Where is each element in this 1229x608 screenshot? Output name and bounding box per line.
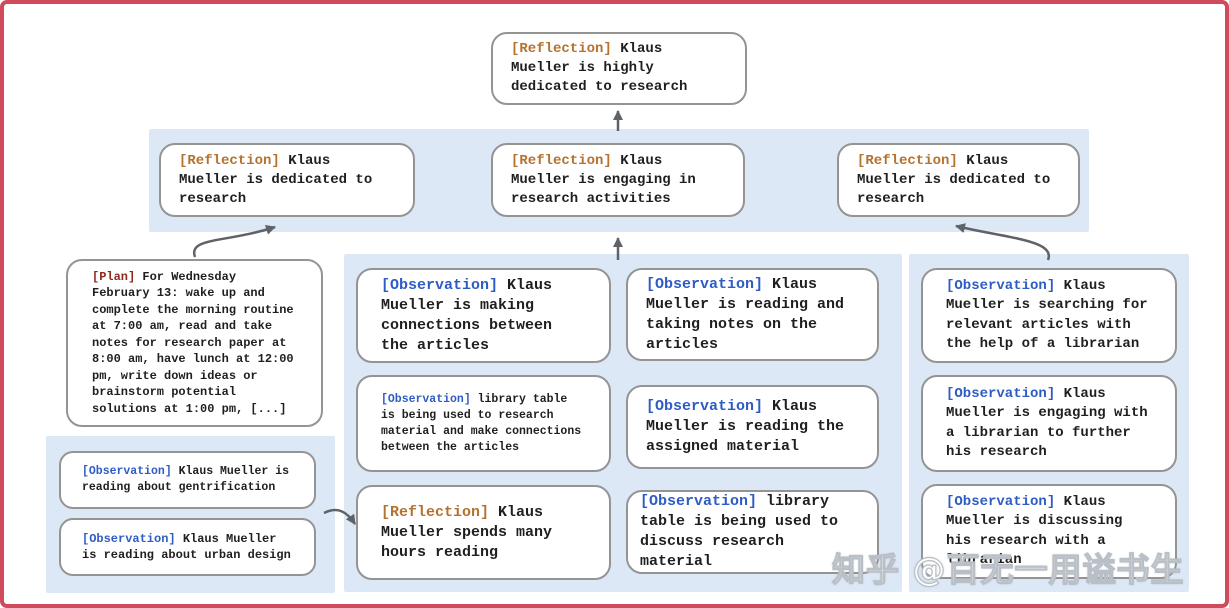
node-text: For Wednesday February 13: wake up and c… (92, 269, 294, 416)
node-text: library table is being used to discuss r… (640, 493, 839, 570)
observation-node-urban-design: [Observation]Klaus Mueller is reading ab… (59, 518, 316, 576)
node-text: Klaus Mueller is highly dedicated to res… (511, 41, 688, 95)
observation-tag: [Observation] (946, 385, 1056, 402)
observation-node-taking-notes: [Observation]Klaus Mueller is reading an… (626, 268, 879, 361)
node-text: Klaus Mueller is reading about gentrific… (82, 465, 290, 494)
observation-node-searching-articles: [Observation]Klaus Mueller is searching … (921, 268, 1177, 363)
reflection-tag: [Reflection] (179, 152, 280, 169)
observation-tag: [Observation] (381, 276, 499, 294)
reflection-tag: [Reflection] (511, 41, 612, 57)
watermark-text: 知乎 @百无一用谥书生 (831, 549, 1185, 589)
reflection-tag: [Reflection] (511, 152, 612, 169)
node-text: Klaus Mueller is making connections betw… (381, 276, 553, 354)
observation-node-making-connections: [Observation]Klaus Mueller is making con… (356, 268, 611, 363)
observation-tag: [Observation] (946, 493, 1056, 510)
observation-node-gentrification: [Observation]Klaus Mueller is reading ab… (59, 451, 316, 509)
reflection-node-top: [Reflection]Klaus Mueller is highly dedi… (491, 32, 747, 105)
node-text: library table is being used to research … (381, 392, 582, 454)
node-text: Klaus Mueller is engaging with a librari… (946, 385, 1148, 461)
observation-node-library-table-research: [Observation]library table is being used… (356, 375, 611, 472)
reflection-node-row2-left: [Reflection]Klaus Mueller is dedicated t… (159, 143, 415, 217)
node-text: Klaus Mueller is engaging in research ac… (511, 152, 696, 207)
observation-tag: [Observation] (82, 465, 172, 478)
plan-node: [Plan]For Wednesday February 13: wake up… (66, 259, 323, 427)
observation-node-discussing-research: [Observation]Klaus Mueller is discussing… (921, 484, 1177, 579)
observation-tag: [Observation] (640, 493, 758, 510)
reflection-node-row2-center: [Reflection]Klaus Mueller is engaging in… (491, 143, 745, 217)
node-text: Klaus Mueller is dedicated to research (857, 152, 1051, 207)
observation-node-assigned-material: [Observation]Klaus Mueller is reading th… (626, 385, 879, 469)
node-text: Klaus Mueller is searching for relevant … (946, 277, 1148, 353)
observation-tag: [Observation] (82, 532, 176, 546)
node-text: Klaus Mueller is dedicated to research (179, 152, 373, 207)
node-text: Klaus Mueller is reading the assigned ma… (646, 398, 845, 455)
reflection-tag: [Reflection] (381, 503, 490, 521)
observation-tag: [Observation] (946, 277, 1056, 294)
node-text: Klaus Mueller spends many hours reading (381, 503, 553, 561)
node-text: Klaus Mueller is reading about urban des… (82, 532, 291, 562)
observation-node-engaging-librarian: [Observation]Klaus Mueller is engaging w… (921, 375, 1177, 472)
reflection-node-row2-right: [Reflection]Klaus Mueller is dedicated t… (837, 143, 1080, 217)
reflection-node-hours-reading: [Reflection]Klaus Mueller spends many ho… (356, 485, 611, 580)
plan-tag: [Plan] (92, 269, 136, 284)
observation-tag: [Observation] (381, 392, 471, 406)
node-text: Klaus Mueller is reading and taking note… (646, 275, 845, 353)
observation-node-library-table-discuss: [Observation]library table is being used… (626, 490, 879, 574)
node-text: Klaus Mueller is discussing his research… (946, 493, 1123, 569)
observation-tag: [Observation] (646, 398, 764, 415)
reflection-tag: [Reflection] (857, 152, 958, 169)
observation-tag: [Observation] (646, 275, 764, 293)
